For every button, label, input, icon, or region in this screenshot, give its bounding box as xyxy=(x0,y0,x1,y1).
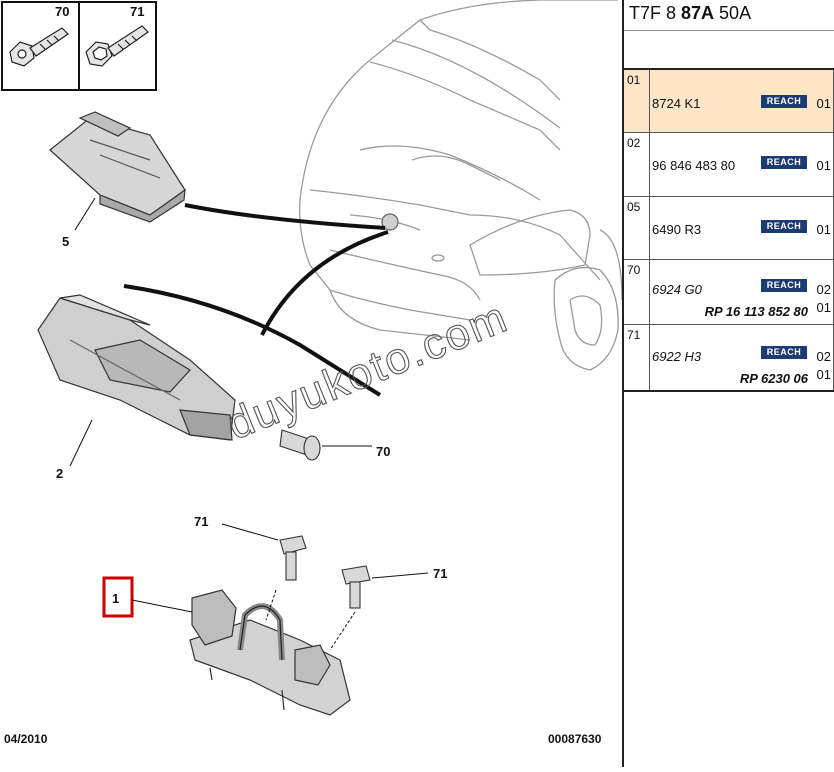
parts-list-panel: T7F 8 87A 50A 01 8724 K1 REACH 01 02 96 … xyxy=(624,0,834,767)
part-group-code: 87A xyxy=(681,3,715,23)
replacement-reference[interactable]: RP 6230 06 xyxy=(739,371,808,386)
wire-to-car-2 xyxy=(123,284,382,397)
diagram-date: 04/2010 xyxy=(4,732,48,746)
callout-71-a: 71 xyxy=(194,514,208,529)
parts-row-01[interactable]: 01 8724 K1 REACH 01 xyxy=(624,70,834,133)
part-reference[interactable]: 6922 H3 xyxy=(652,349,702,364)
parts-row-71[interactable]: 71 6922 H3 REACH 02 RP 6230 06 01 xyxy=(624,325,834,392)
part-reference[interactable]: 6924 G0 xyxy=(652,282,702,297)
row-number: 05 xyxy=(624,197,650,259)
part-reference[interactable]: 8724 K1 xyxy=(652,96,701,111)
callout-71-b: 71 xyxy=(433,566,447,581)
quantity: 01 xyxy=(816,222,831,237)
part-1-latch xyxy=(189,589,351,716)
reach-badge: REACH xyxy=(761,346,807,359)
replacement-quantity: 01 xyxy=(816,300,831,315)
callout-5: 5 xyxy=(62,234,69,249)
row-number: 01 xyxy=(624,70,650,132)
quantity: 01 xyxy=(816,158,831,173)
part-5-switch xyxy=(49,111,186,223)
drawing-number: 00087630 xyxy=(548,732,602,746)
screw-71-icon xyxy=(85,25,149,67)
parts-row-70[interactable]: 70 6924 G0 REACH 02 RP 16 113 852 80 01 xyxy=(624,260,834,325)
screw-71-part-b xyxy=(341,565,371,609)
callout-70: 70 xyxy=(376,444,390,459)
reach-badge: REACH xyxy=(761,156,807,169)
reach-badge: REACH xyxy=(761,95,807,108)
reach-badge: REACH xyxy=(761,279,807,292)
callout-71-inset: 71 xyxy=(130,4,144,19)
reach-badge: REACH xyxy=(761,220,807,233)
row-number: 70 xyxy=(624,260,650,324)
row-number: 02 xyxy=(624,133,650,196)
replacement-quantity: 01 xyxy=(816,367,831,382)
watermark: duyukoto.com xyxy=(220,292,515,449)
quantity: 02 xyxy=(816,349,831,364)
panel-divider xyxy=(622,0,624,767)
car-rear-outline xyxy=(299,0,623,371)
callout-70-inset: 70 xyxy=(55,4,69,19)
part-reference[interactable]: 96 846 483 80 xyxy=(652,158,736,173)
wire-to-car-1 xyxy=(184,203,386,230)
screw-71-part-a xyxy=(279,535,307,581)
row-number: 71 xyxy=(624,325,650,390)
screw-70-icon xyxy=(9,27,69,67)
exploded-parts-diagram: 70 71 xyxy=(1,0,623,746)
part-reference[interactable]: 6490 R3 xyxy=(652,222,702,237)
callout-1: 1 xyxy=(112,591,119,606)
callout-1-highlight[interactable] xyxy=(102,576,134,618)
parts-row-02[interactable]: 02 96 846 483 80 REACH 01 xyxy=(624,133,834,197)
quantity: 01 xyxy=(816,96,831,111)
screw-inset-boxes: 70 71 xyxy=(1,1,157,91)
part-group-header: T7F 8 87A 50A xyxy=(624,0,834,31)
replacement-reference[interactable]: RP 16 113 852 80 xyxy=(704,304,808,319)
parts-row-05[interactable]: 05 6490 R3 REACH 01 xyxy=(624,197,834,260)
callout-2: 2 xyxy=(56,466,63,481)
header-spacer xyxy=(624,31,834,70)
quantity: 02 xyxy=(816,282,831,297)
part-2-lock xyxy=(37,294,236,441)
screw-70-part xyxy=(279,429,321,461)
